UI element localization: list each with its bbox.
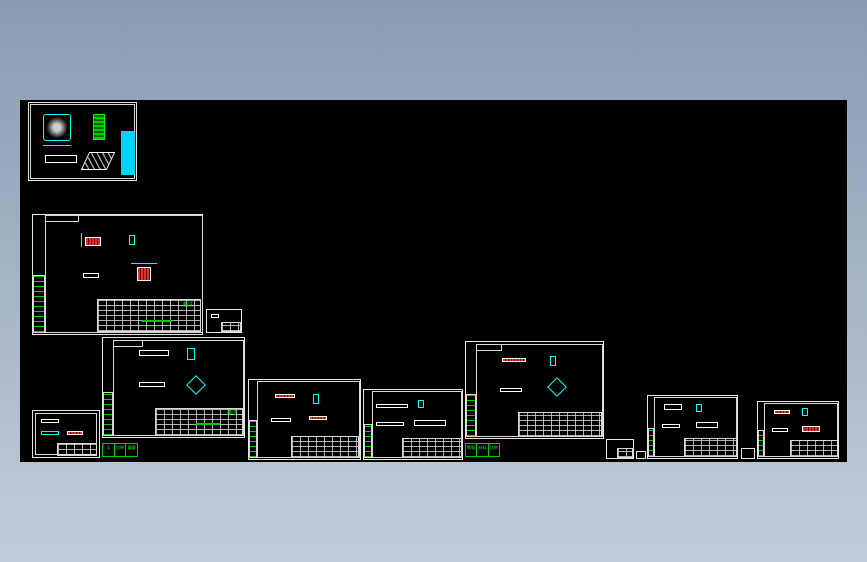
part-view-a bbox=[502, 358, 526, 362]
part-view-b bbox=[418, 400, 424, 408]
corner-label-box bbox=[113, 340, 143, 347]
part-view-c bbox=[271, 418, 291, 422]
part-view-a bbox=[275, 394, 295, 398]
part-view-c bbox=[772, 428, 788, 432]
stamp-cell: 1 bbox=[103, 444, 115, 456]
part-view-b bbox=[696, 404, 702, 412]
stamp-block: 1 比例 重量 bbox=[102, 443, 138, 457]
sheet-border bbox=[45, 215, 203, 333]
title-block bbox=[402, 438, 462, 458]
sheet-part-5[interactable] bbox=[363, 389, 463, 460]
part-view-a bbox=[41, 419, 59, 423]
side-revision-strip bbox=[103, 392, 113, 436]
part-view-b bbox=[550, 356, 556, 366]
sheet-overview[interactable] bbox=[28, 102, 137, 181]
corner-label-box bbox=[476, 344, 502, 351]
title-block bbox=[221, 322, 241, 332]
part-view-a bbox=[376, 404, 408, 408]
part-view-b bbox=[187, 348, 195, 360]
assembly-side-view bbox=[93, 114, 105, 140]
corner-label-box bbox=[45, 215, 79, 222]
part-view-a bbox=[664, 404, 682, 410]
part-view-a bbox=[139, 350, 169, 356]
stamp-cell: 材料 bbox=[477, 444, 489, 456]
part-view-c bbox=[67, 431, 83, 435]
sheet-part-2[interactable]: 备注 bbox=[102, 337, 245, 438]
part-view-c bbox=[500, 388, 522, 392]
part-view bbox=[211, 314, 219, 318]
title-block bbox=[617, 448, 633, 458]
sheet-part-3[interactable] bbox=[32, 410, 100, 458]
sheet-detail-tiny-2[interactable] bbox=[636, 451, 646, 459]
part-view-b bbox=[129, 235, 135, 245]
side-revision-strip bbox=[33, 275, 45, 333]
part-view-b bbox=[802, 408, 808, 416]
title-block bbox=[57, 443, 97, 456]
dimension-line bbox=[81, 233, 82, 247]
part-view-d bbox=[802, 426, 820, 432]
title-block bbox=[291, 436, 359, 458]
side-revision-strip bbox=[249, 420, 257, 458]
title-block bbox=[684, 438, 737, 457]
stamp-cell: 比例 bbox=[489, 445, 498, 450]
part-view-d bbox=[137, 267, 151, 281]
stamp-cell: 重量 bbox=[127, 445, 136, 450]
title-block-label: 备注 bbox=[227, 410, 238, 416]
part-view-a bbox=[774, 410, 790, 414]
title-block-label: 备注 bbox=[183, 302, 194, 308]
sheet-detail-tiny-3[interactable] bbox=[741, 448, 755, 459]
part-view-c bbox=[139, 382, 165, 387]
sheet-detail-tiny-1[interactable] bbox=[606, 439, 634, 459]
part-view-c bbox=[662, 424, 680, 428]
parts-list-block bbox=[121, 131, 135, 175]
dimension-line bbox=[131, 263, 157, 264]
title-block bbox=[155, 408, 243, 436]
part-view-d bbox=[309, 416, 327, 420]
title-block bbox=[97, 299, 201, 332]
part-view-c bbox=[83, 273, 99, 278]
stamp-block: 数量 材料 比例 bbox=[465, 443, 500, 457]
part-view-b bbox=[313, 394, 319, 404]
side-revision-strip bbox=[648, 428, 654, 457]
assembly-top-view bbox=[43, 114, 71, 141]
stamp-cell: 数量 bbox=[466, 444, 478, 456]
stamp-cell: 比例 bbox=[115, 444, 127, 456]
part-view-d bbox=[414, 420, 446, 426]
sheet-part-6[interactable] bbox=[465, 341, 604, 439]
sheet-part-7[interactable] bbox=[647, 395, 738, 459]
assembly-front-view bbox=[45, 155, 77, 163]
sheet-detail-small[interactable] bbox=[206, 309, 242, 333]
part-view-c bbox=[376, 422, 404, 426]
side-revision-strip bbox=[364, 424, 372, 458]
part-view-b bbox=[41, 431, 59, 435]
sheet-part-4[interactable] bbox=[248, 379, 361, 460]
dimension-line bbox=[43, 145, 71, 146]
cad-drawing-viewport[interactable]: 备注 备注 1 比例 重量 bbox=[20, 100, 847, 462]
title-block bbox=[518, 412, 602, 437]
sheet-part-8[interactable] bbox=[757, 401, 839, 459]
side-revision-strip bbox=[758, 430, 764, 457]
sheet-part-1[interactable]: 备注 bbox=[32, 214, 203, 335]
part-view-d bbox=[696, 422, 718, 428]
title-block bbox=[790, 440, 838, 457]
part-view-a bbox=[85, 237, 101, 246]
side-revision-strip bbox=[466, 394, 476, 437]
